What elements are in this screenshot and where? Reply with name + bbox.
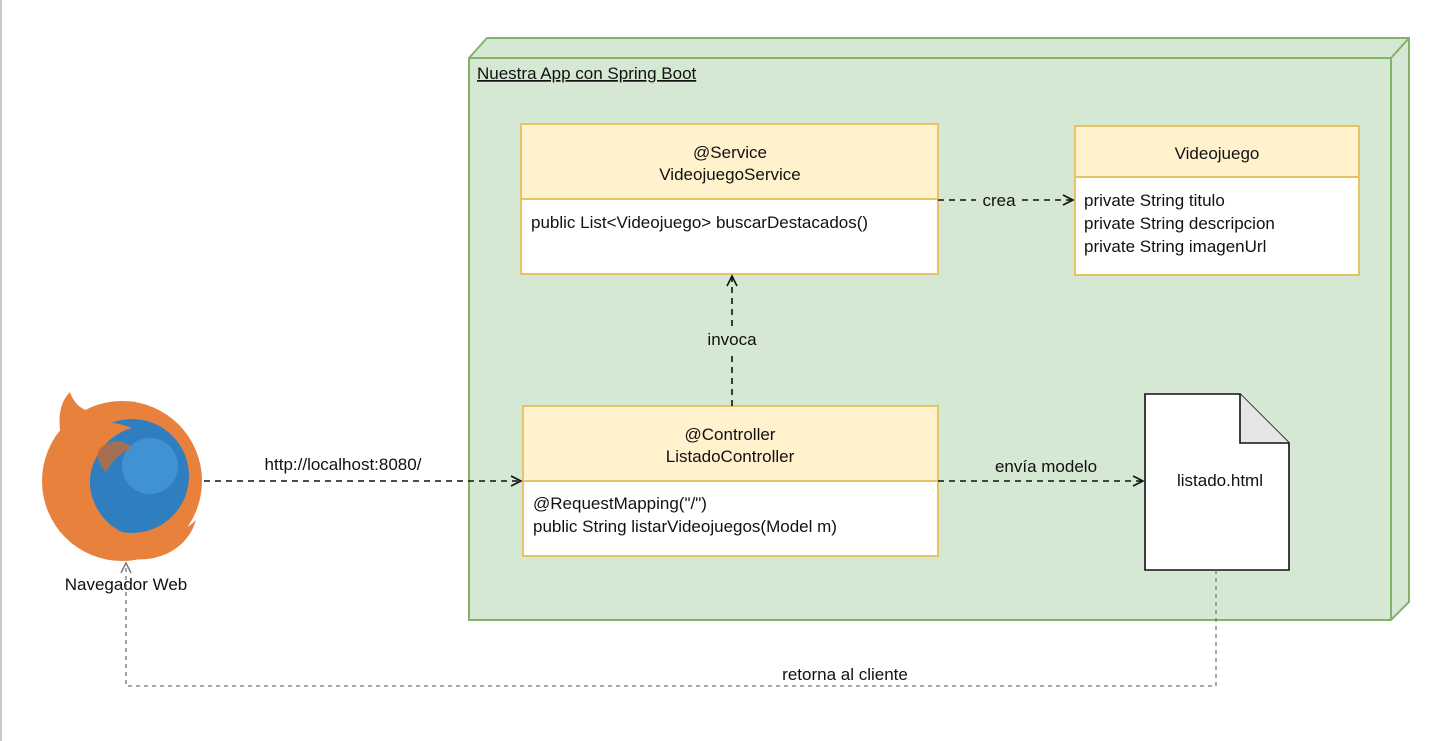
edge-returns: retorna al cliente	[120, 561, 1217, 687]
edge-creates-label: crea	[982, 191, 1016, 210]
entity-member: private String descripcion	[1084, 214, 1275, 233]
controller-member: @RequestMapping("/")	[533, 494, 707, 513]
service-class[interactable]: @Service VideojuegoService public List<V…	[520, 123, 939, 275]
edge-sends-model: envía modelo	[938, 457, 1145, 487]
edge-sends-model-label: envía modelo	[995, 457, 1097, 476]
edge-invokes-label: invoca	[707, 330, 757, 349]
entity-member: private String imagenUrl	[1084, 237, 1266, 256]
service-name: VideojuegoService	[659, 165, 800, 184]
firefox-icon	[42, 392, 202, 561]
entity-member: private String titulo	[1084, 191, 1225, 210]
controller-stereotype: @Controller	[685, 425, 776, 444]
entity-name: Videojuego	[1175, 144, 1260, 163]
service-member: public List<Videojuego> buscarDestacados…	[531, 213, 868, 232]
edge-creates: crea	[938, 191, 1075, 210]
controller-class[interactable]: @Controller ListadoController @RequestMa…	[522, 405, 939, 557]
edge-invokes: invoca	[707, 274, 757, 406]
entity-class[interactable]: Videojuego private String titulo private…	[1074, 125, 1360, 276]
controller-name: ListadoController	[666, 447, 795, 466]
view-file[interactable]: listado.html	[1144, 393, 1290, 571]
edge-request: http://localhost:8080/	[204, 455, 523, 487]
browser[interactable]: Navegador Web	[42, 392, 202, 594]
service-stereotype: @Service	[693, 143, 767, 162]
container-title: Nuestra App con Spring Boot	[477, 64, 697, 83]
view-file-label: listado.html	[1177, 471, 1263, 490]
edge-request-label: http://localhost:8080/	[265, 455, 422, 474]
controller-member: public String listarVideojuegos(Model m)	[533, 517, 837, 536]
edge-returns-label: retorna al cliente	[782, 665, 908, 684]
